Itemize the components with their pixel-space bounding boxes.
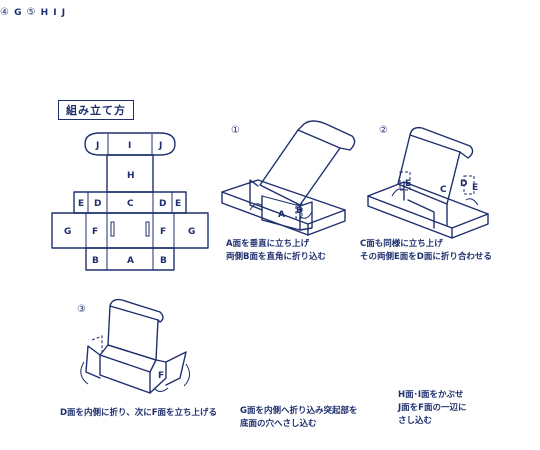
step-3-number: ③ — [77, 304, 86, 315]
net-label-f-right: F — [160, 227, 166, 237]
step-1-illustration: ① A B — [222, 121, 355, 235]
step-2-illustration: ② C D E E — [368, 125, 488, 238]
net-label-j-right: J — [158, 141, 162, 151]
net-label-j-left: J — [95, 141, 99, 151]
step-2-label-e: E — [472, 183, 478, 193]
net-label-e-right: E — [175, 199, 181, 209]
net-label-g-right: G — [188, 227, 195, 237]
step-1-caption-line-1: A面を垂直に立ち上げ — [226, 238, 376, 251]
step-2-caption: C面も同様に立ち上げ その両側E面をD面に折り合わせる — [360, 238, 535, 264]
step-1-caption-line-2: 両側B面を直角に折り込む — [226, 251, 376, 264]
step-2-caption-line-1: C面も同様に立ち上げ — [360, 238, 535, 251]
step-5-caption-line-1: H面･I面をかぶせ — [398, 389, 466, 402]
net-label-b-left: B — [92, 256, 99, 266]
step-2-label-d: D — [460, 179, 467, 189]
net-label-d-right: D — [159, 199, 166, 209]
step-4-caption-line-2: 底面の穴へさし込む — [240, 418, 357, 431]
net-label-b-right: B — [160, 256, 167, 266]
step-3-illustration: ③ F — [77, 300, 190, 393]
net-label-e-left: E — [78, 199, 84, 209]
net-label-f-left: F — [92, 227, 98, 237]
step-1-label-a: A — [278, 210, 285, 220]
step-4-caption-line-1: G面を内側へ折り込み突起部を — [240, 405, 357, 418]
step-2-label-c: C — [440, 185, 447, 195]
net-label-a: A — [127, 256, 134, 266]
net-label-c: C — [127, 199, 134, 209]
step-2-number: ② — [379, 125, 388, 136]
step-3-label-f: F — [158, 371, 164, 381]
step-4-caption: G面を内側へ折り込み突起部を 底面の穴へさし込む — [240, 405, 357, 431]
net-label-h: H — [127, 171, 135, 181]
step-5-caption: H面･I面をかぶせ J面をF面の一辺に さし込む — [398, 389, 466, 428]
step-2-label-e-left: E — [405, 179, 411, 189]
net-label-d-left: D — [94, 199, 101, 209]
step-1-label-b: B — [296, 206, 303, 216]
box-net: J I J H E D C D E G F F G B A B — [52, 133, 208, 270]
step-3-caption: D面を内側に折り、次にF面を立ち上げる — [60, 407, 217, 420]
step-5-caption-line-3: さし込む — [398, 415, 466, 428]
step-1-number: ① — [231, 125, 240, 136]
step-3-caption-line-1: D面を内側に折り、次にF面を立ち上げる — [60, 407, 217, 420]
step-2-caption-line-2: その両側E面をD面に折り合わせる — [360, 251, 535, 264]
step-1-caption: A面を垂直に立ち上げ 両側B面を直角に折り込む — [226, 238, 376, 264]
net-label-i: I — [128, 141, 131, 151]
net-label-g-left: G — [64, 227, 71, 237]
step-5-caption-line-2: J面をF面の一辺に — [398, 402, 466, 415]
